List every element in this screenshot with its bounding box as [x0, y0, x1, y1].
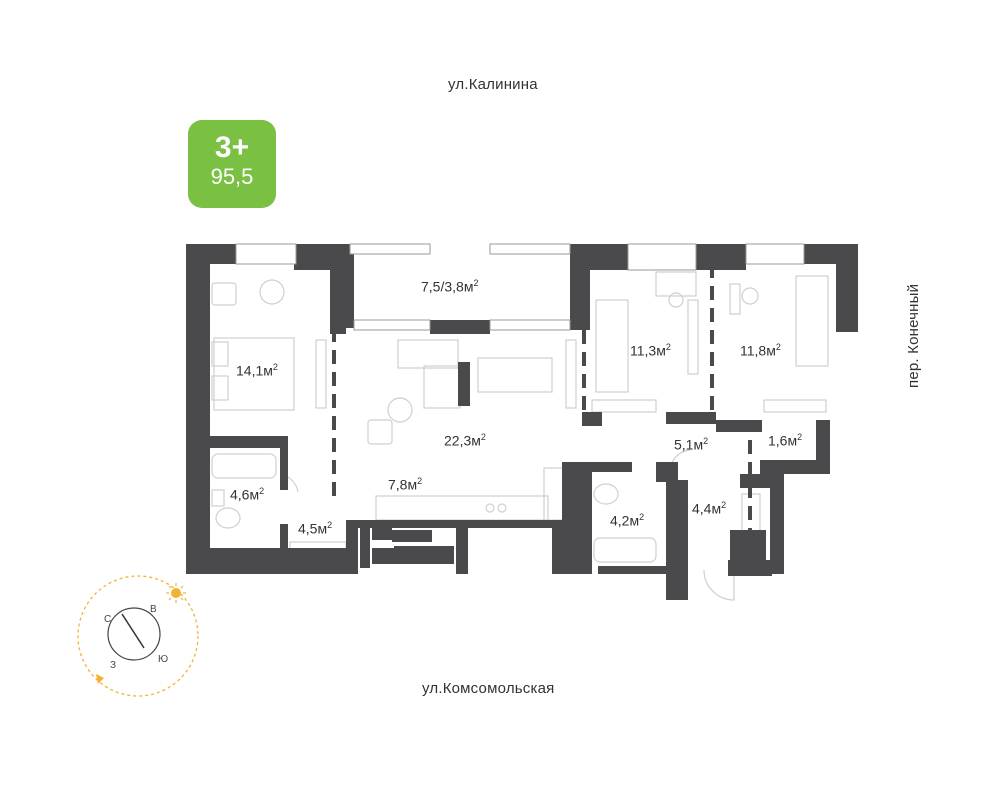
wall-segment — [562, 462, 592, 574]
window — [489, 243, 571, 255]
wall-segment — [430, 320, 490, 334]
wall-segment — [570, 320, 590, 330]
wall-segment — [582, 412, 602, 426]
room-area-living-room: 22,3м2 — [444, 432, 486, 449]
window — [627, 243, 697, 271]
wall-segment — [716, 420, 762, 432]
window — [745, 243, 805, 265]
wall-segment — [598, 566, 678, 574]
compass-rose: С В Ю З — [77, 575, 199, 697]
room-area-bedroom-right: 11,8м2 — [740, 342, 781, 359]
total-area: 95,5 — [210, 164, 254, 189]
wall-segment — [760, 460, 816, 474]
wall-segment — [392, 530, 432, 542]
wall-segment — [346, 520, 358, 574]
room-area-balcony: 7,5/3,8м2 — [421, 278, 479, 295]
room-count: 3+ — [214, 131, 250, 164]
wall-segment — [186, 244, 210, 574]
wall-segment — [456, 526, 468, 574]
wall-segment — [186, 548, 358, 574]
street-label-bottom: ул.Комсомольская — [422, 680, 555, 697]
wall-segment — [570, 244, 590, 328]
compass-south: Ю — [158, 654, 168, 665]
wall-segment — [394, 546, 454, 564]
wall-segment — [372, 526, 392, 540]
room-area-bathroom-middle: 4,2м2 — [610, 512, 645, 529]
compass-east: В — [150, 604, 157, 615]
wall-segment — [836, 264, 858, 332]
wall-segment — [590, 244, 628, 270]
wall-segment — [728, 560, 772, 576]
apartment-type-badge: 3+ 95,5 — [188, 120, 276, 208]
wall-segment — [280, 524, 288, 548]
wall-segment — [186, 436, 284, 448]
wall-segment — [592, 462, 632, 472]
wall-segment — [372, 548, 396, 564]
compass-needle — [121, 613, 145, 649]
window — [353, 319, 431, 331]
window — [235, 243, 297, 265]
wall-segment — [346, 520, 556, 528]
room-area-storage: 4,5м2 — [298, 520, 333, 537]
walls-layer — [186, 244, 858, 600]
room-area-bedroom-middle: 11,3м2 — [630, 342, 671, 359]
compass-orbit — [77, 575, 199, 697]
street-label-top: ул.Калинина — [448, 76, 538, 93]
room-area-bedroom-left: 14,1м2 — [236, 362, 278, 379]
wall-segment — [666, 480, 688, 600]
room-area-bathroom-left: 4,6м2 — [230, 486, 265, 503]
sun-icon — [166, 583, 186, 603]
wall-segment — [696, 244, 746, 270]
window — [489, 319, 571, 331]
wall-segment — [666, 412, 716, 424]
compass-north: С — [104, 614, 111, 625]
compass-dial — [107, 607, 161, 661]
room-area-entrance: 4,4м2 — [692, 500, 727, 517]
wall-segment — [360, 524, 370, 568]
fireplace-block — [458, 362, 470, 406]
furniture-layer — [211, 271, 829, 601]
wall-segment — [770, 474, 784, 574]
wall-segment — [552, 520, 562, 574]
compass-west: З — [110, 660, 116, 671]
window — [349, 243, 431, 255]
compass-direction-arrow — [96, 674, 104, 684]
wall-segment — [330, 244, 346, 334]
wall-segment — [280, 436, 288, 490]
wall-segment — [804, 244, 858, 264]
wall-segment — [346, 244, 354, 328]
windows-layer — [235, 243, 805, 530]
room-area-kitchen: 7,8м2 — [388, 476, 423, 493]
room-area-closet: 1,6м2 — [768, 432, 803, 449]
wall-segment — [656, 462, 678, 482]
room-area-hallway: 5,1м2 — [674, 436, 709, 453]
wall-segment — [816, 420, 830, 474]
